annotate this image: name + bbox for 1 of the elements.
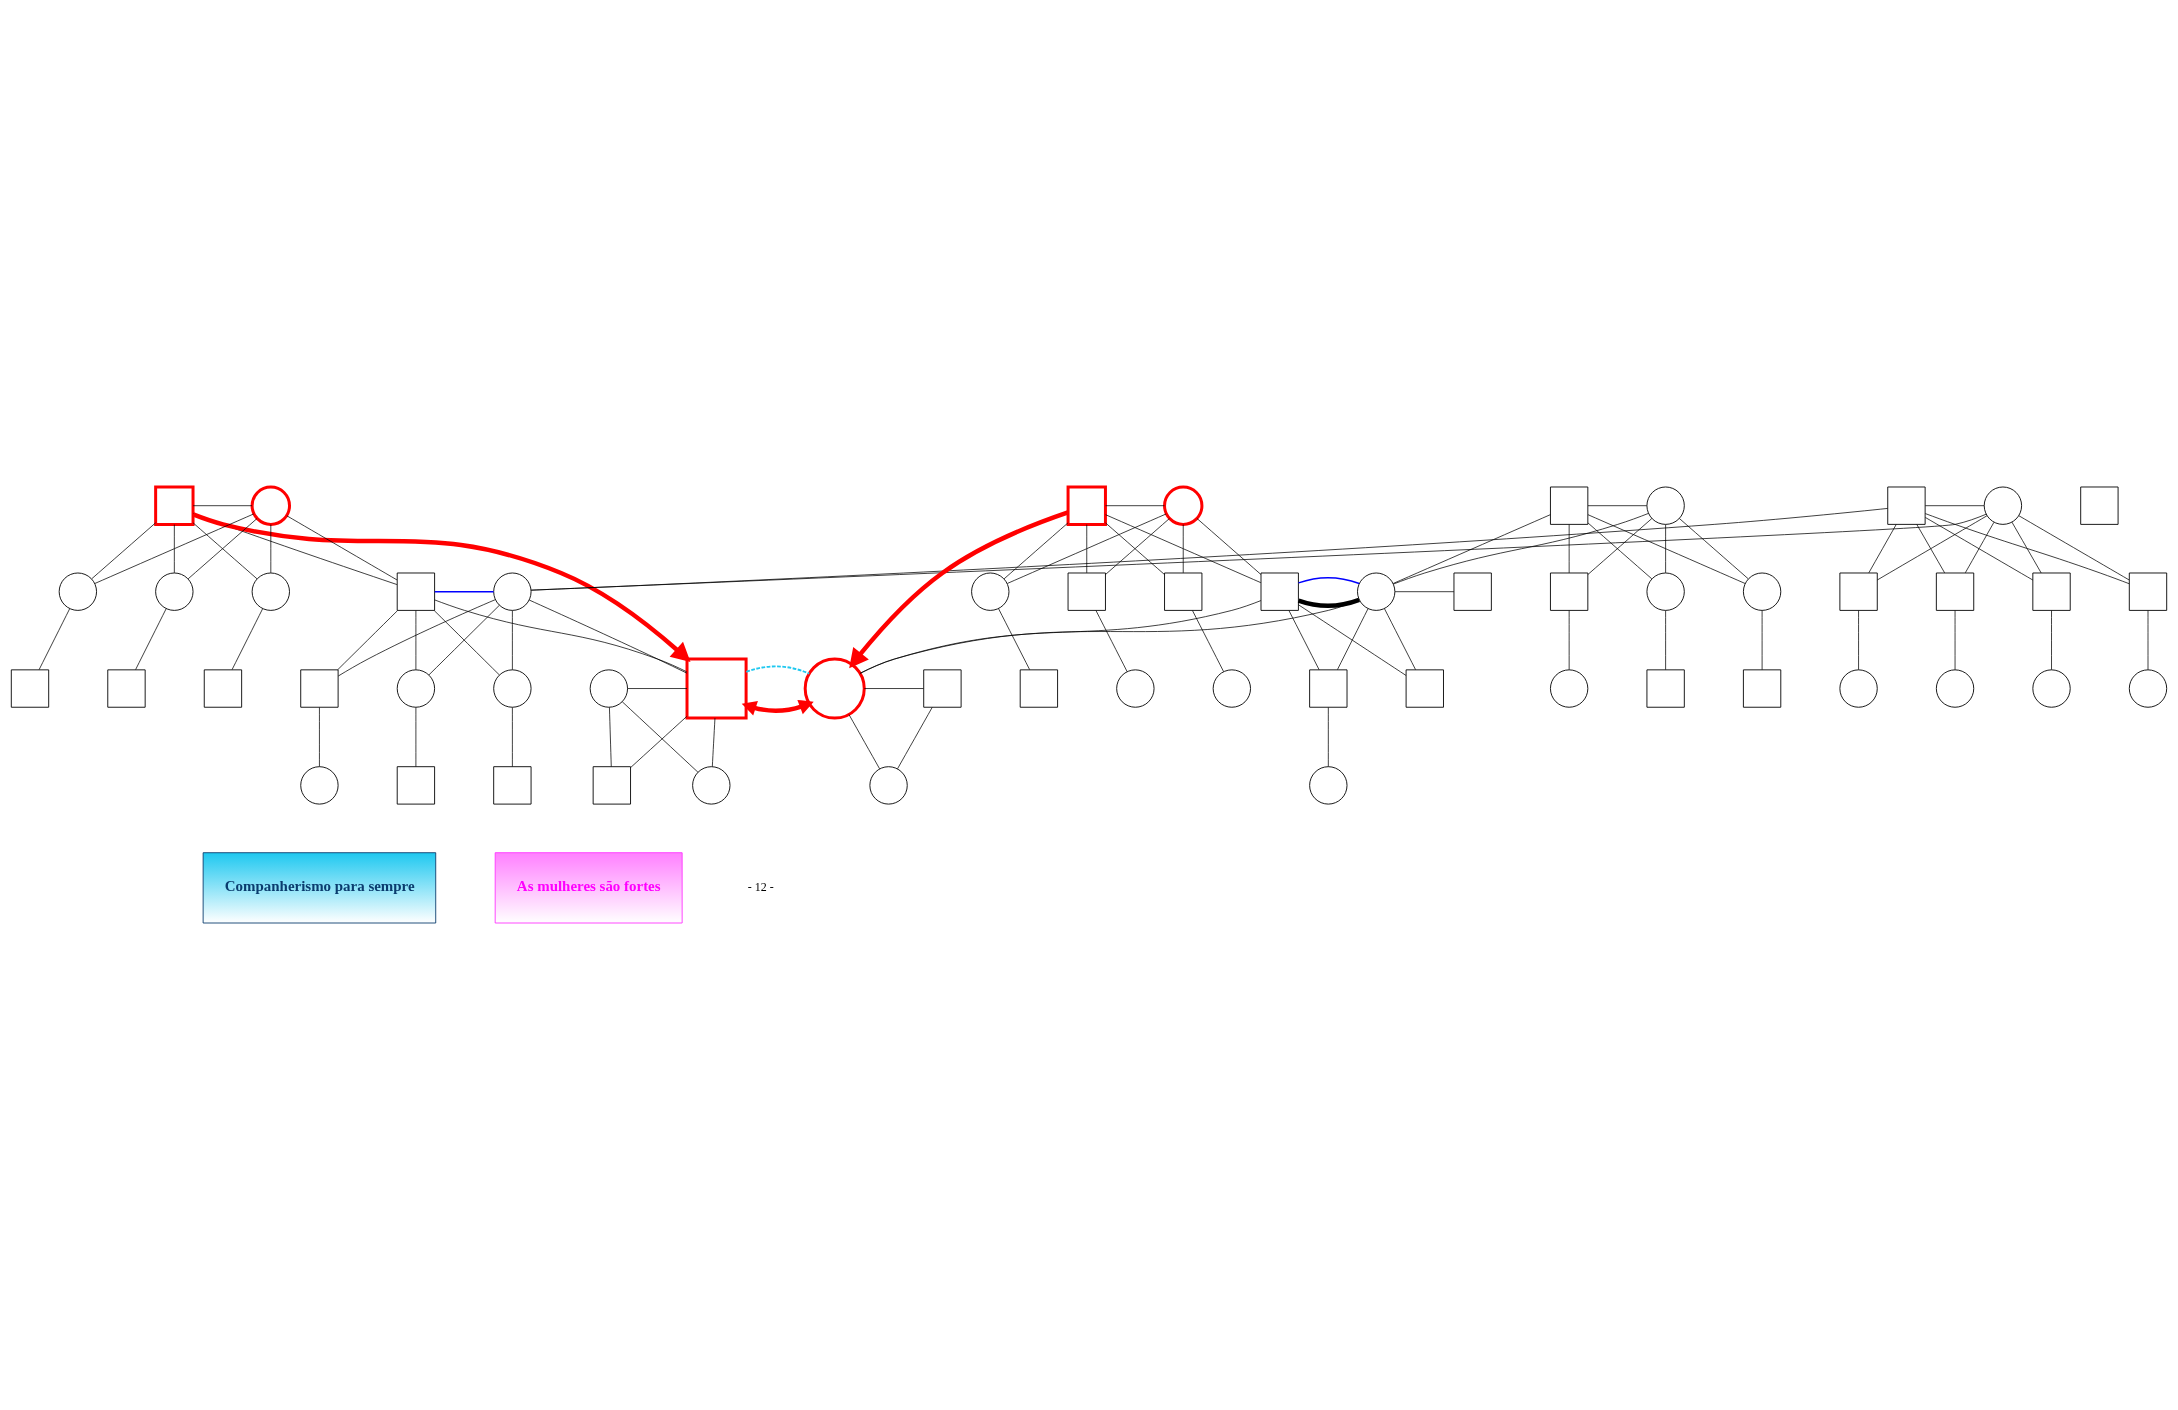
label: - 12 - — [747, 879, 774, 894]
